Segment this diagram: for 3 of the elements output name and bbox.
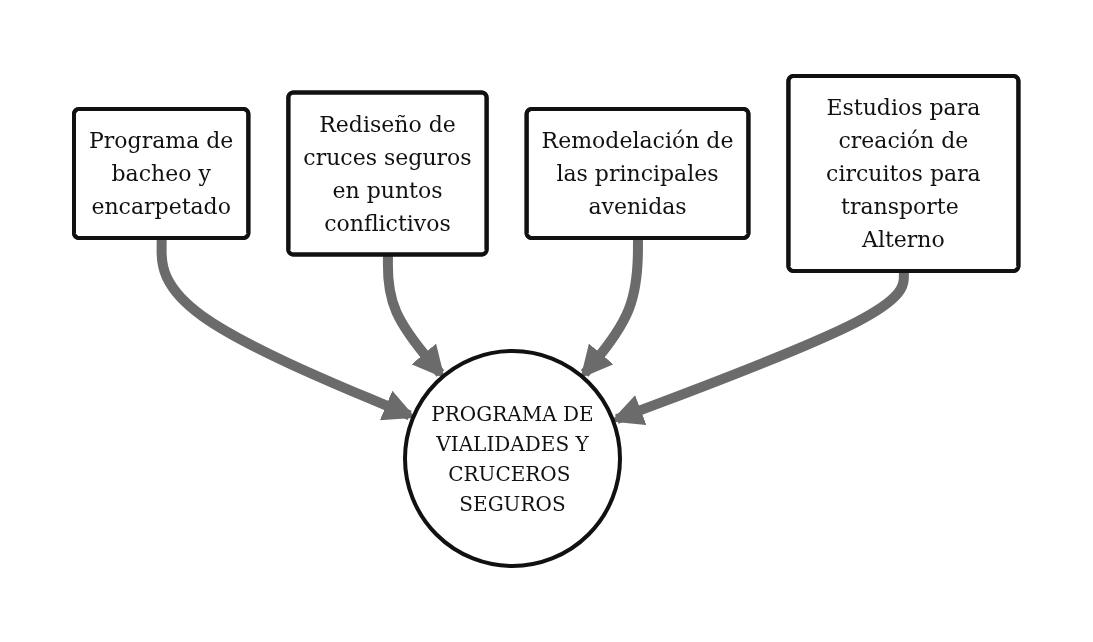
arrow: [383, 254, 445, 379]
arrow: [580, 238, 644, 379]
node-circle: PROGRAMA DE VIALIDADES Y CRUCEROS SEGUROS: [403, 349, 623, 568]
